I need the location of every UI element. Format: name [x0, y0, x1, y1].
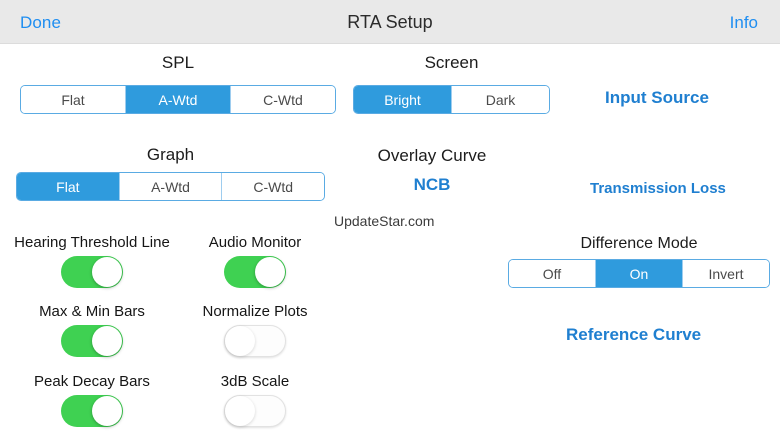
toggle-knob	[255, 257, 285, 287]
normalize-plots-label: Normalize Plots	[202, 303, 308, 320]
normalize-plots-toggle[interactable]	[224, 325, 286, 357]
info-button[interactable]: Info	[729, 13, 758, 32]
toggle-knob	[92, 257, 122, 287]
navigation-bar: Done RTA Setup Info	[0, 0, 780, 44]
graph-option-flat[interactable]: Flat	[17, 173, 120, 200]
audio-monitor-label: Audio Monitor	[208, 234, 302, 251]
graph-section-title: Graph	[146, 145, 195, 164]
difference-mode-option-invert[interactable]: Invert	[683, 260, 769, 287]
max-min-bars-label: Max & Min Bars	[39, 303, 145, 320]
spl-option-flat[interactable]: Flat	[21, 86, 126, 113]
three-db-scale-label: 3dB Scale	[220, 373, 290, 390]
screen-segmented-control[interactable]: Bright Dark	[353, 85, 550, 114]
graph-option-a-wtd[interactable]: A-Wtd	[119, 173, 223, 200]
spl-segmented-control[interactable]: Flat A-Wtd C-Wtd	[20, 85, 336, 114]
transmission-loss-link[interactable]: Transmission Loss	[590, 180, 726, 197]
max-min-bars-toggle[interactable]	[61, 325, 123, 357]
toggle-knob	[92, 396, 122, 426]
overlay-curve-title: Overlay Curve	[377, 146, 487, 165]
difference-mode-option-off[interactable]: Off	[509, 260, 596, 287]
screen-option-bright[interactable]: Bright	[354, 86, 452, 113]
audio-monitor-toggle[interactable]	[224, 256, 286, 288]
graph-option-c-wtd[interactable]: C-Wtd	[222, 173, 324, 200]
difference-mode-option-on[interactable]: On	[596, 260, 683, 287]
three-db-scale-toggle[interactable]	[224, 395, 286, 427]
reference-curve-link[interactable]: Reference Curve	[566, 325, 702, 344]
toggle-knob	[225, 396, 255, 426]
peak-decay-bars-toggle[interactable]	[61, 395, 123, 427]
screen-option-dark[interactable]: Dark	[452, 86, 549, 113]
hearing-threshold-line-toggle[interactable]	[61, 256, 123, 288]
spl-option-a-wtd[interactable]: A-Wtd	[126, 86, 231, 113]
peak-decay-bars-label: Peak Decay Bars	[34, 373, 150, 390]
watermark-text: UpdateStar.com	[334, 213, 435, 229]
input-source-link[interactable]: Input Source	[605, 88, 709, 107]
overlay-curve-value[interactable]: NCB	[413, 175, 451, 194]
spl-section-title: SPL	[161, 53, 195, 72]
spl-option-c-wtd[interactable]: C-Wtd	[231, 86, 335, 113]
page-title: RTA Setup	[347, 12, 433, 32]
screen-section-title: Screen	[424, 53, 479, 72]
hearing-threshold-line-label: Hearing Threshold Line	[14, 234, 170, 251]
toggle-knob	[92, 326, 122, 356]
graph-segmented-control[interactable]: Flat A-Wtd C-Wtd	[16, 172, 325, 201]
toggle-knob	[225, 326, 255, 356]
done-button[interactable]: Done	[20, 13, 62, 32]
difference-mode-title: Difference Mode	[580, 235, 698, 252]
difference-mode-segmented-control[interactable]: Off On Invert	[508, 259, 770, 288]
